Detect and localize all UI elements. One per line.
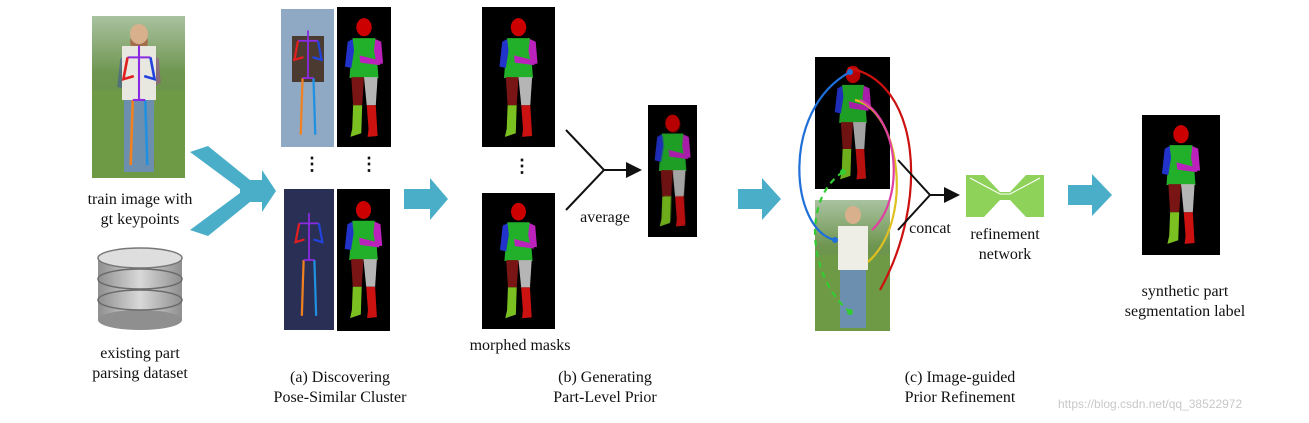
average-label: average bbox=[580, 209, 630, 226]
cluster-bottom-photo bbox=[284, 189, 334, 330]
concat-label: concat bbox=[909, 220, 951, 237]
refinement-network-label-line1: refinement bbox=[970, 226, 1040, 243]
existing-dataset-label-line2: parsing dataset bbox=[92, 365, 188, 382]
database-icon bbox=[97, 247, 183, 330]
averaged-prior bbox=[648, 105, 697, 237]
merge-arrow bbox=[190, 146, 276, 236]
caption-a-line2: Pose-Similar Cluster bbox=[273, 389, 407, 406]
average-connector bbox=[565, 129, 642, 211]
synthetic-label-line2: segmentation label bbox=[1124, 303, 1246, 320]
refinement-network-label: refinement network bbox=[950, 225, 1060, 265]
refinement-network-label-line2: network bbox=[978, 246, 1032, 263]
arrow-a-to-b bbox=[404, 178, 448, 220]
caption-a: (a) Discovering Pose-Similar Cluster bbox=[250, 368, 430, 408]
cluster-ellipsis-left: ⋮ bbox=[303, 154, 321, 174]
caption-c-line2: Prior Refinement bbox=[904, 389, 1016, 406]
refine-guide-photo bbox=[815, 200, 890, 331]
concat-connector bbox=[897, 159, 960, 231]
cluster-ellipsis-right: ⋮ bbox=[360, 154, 378, 174]
cluster-bottom-mask bbox=[337, 189, 390, 331]
morphed-ellipsis: ⋮ bbox=[513, 156, 531, 176]
cluster-top-mask bbox=[337, 7, 391, 147]
train-image-label-line2: gt keypoints bbox=[100, 211, 180, 228]
train-image-label-line1: train image with bbox=[87, 191, 193, 208]
caption-c-line1: (c) Image-guided bbox=[904, 369, 1016, 386]
synthetic-label-line1: synthetic part bbox=[1141, 283, 1229, 300]
morphed-mask-top bbox=[482, 7, 555, 147]
refine-prior-mask bbox=[815, 57, 890, 189]
caption-b: (b) Generating Part-Level Prior bbox=[520, 368, 690, 408]
train-image bbox=[92, 16, 185, 178]
arrow-to-output bbox=[1068, 174, 1112, 216]
caption-b-line2: Part-Level Prior bbox=[553, 389, 657, 406]
train-image-label: train image with gt keypoints bbox=[65, 190, 215, 230]
correspondence-curves bbox=[798, 66, 913, 315]
watermark: https://blog.csdn.net/qq_38522972 bbox=[1058, 397, 1243, 411]
cluster-top-photo bbox=[281, 9, 334, 147]
arrow-b-to-c bbox=[738, 178, 781, 220]
caption-a-line1: (a) Discovering bbox=[290, 369, 390, 386]
synthetic-label-caption: synthetic part segmentation label bbox=[1110, 282, 1260, 322]
caption-c: (c) Image-guided Prior Refinement bbox=[875, 368, 1045, 408]
synthetic-label-mask bbox=[1142, 115, 1220, 255]
refinement-network-icon bbox=[966, 175, 1044, 217]
existing-dataset-label: existing part parsing dataset bbox=[65, 344, 215, 384]
caption-b-line1: (b) Generating bbox=[558, 369, 652, 386]
morphed-masks-label: morphed masks bbox=[469, 337, 571, 354]
morphed-mask-bottom bbox=[482, 193, 555, 329]
existing-dataset-label-line1: existing part bbox=[100, 345, 180, 362]
